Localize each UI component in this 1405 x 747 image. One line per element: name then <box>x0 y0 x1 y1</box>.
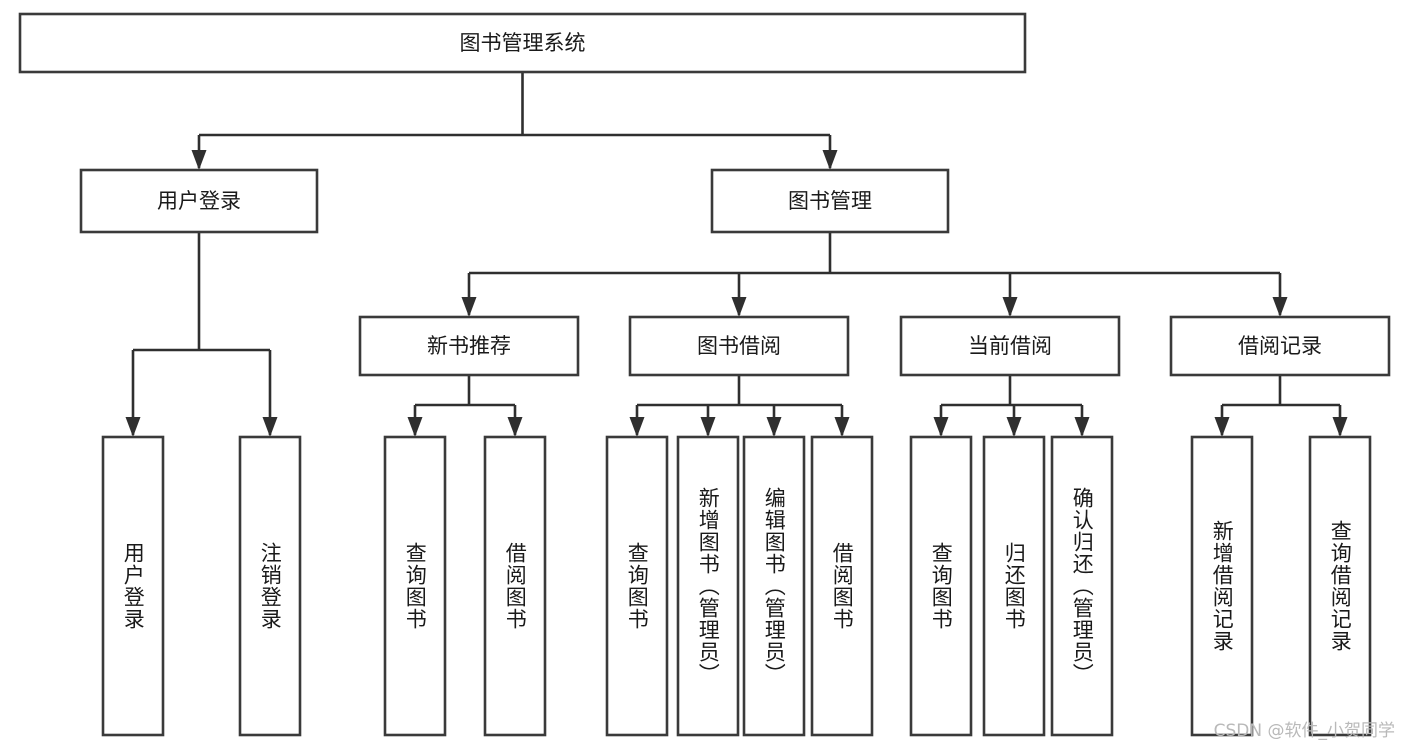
arrow-down-icon-leaf-query-book-borrow <box>629 417 645 437</box>
arrow-down-icon-leaf-return-book <box>1006 417 1022 437</box>
arrow-down-icon-l2-1 <box>822 150 838 170</box>
node-user-login-label: 用户登录 <box>157 189 241 213</box>
node-borrow-record-label: 借阅记录 <box>1238 334 1322 358</box>
node-book-manage[interactable]: 图书管理 <box>710 168 950 234</box>
node-new-book-rec[interactable]: 新书推荐 <box>358 315 580 377</box>
node-leaf-confirm-return[interactable] <box>1050 435 1114 737</box>
node-leaf-user-login[interactable] <box>101 435 165 737</box>
arrow-down-icon-leaf-query-record <box>1332 417 1348 437</box>
node-leaf-return-book[interactable] <box>982 435 1046 737</box>
node-borrow-record[interactable]: 借阅记录 <box>1169 315 1391 377</box>
arrow-down-icon-l3-0 <box>461 297 477 317</box>
arrow-down-icon-leaf-query-book-rec <box>407 417 423 437</box>
node-leaf-query-record[interactable] <box>1308 435 1372 737</box>
node-root[interactable]: 图书管理系统 <box>18 12 1027 74</box>
node-root-rect[interactable] <box>18 12 1027 74</box>
node-leaf-query-book-cur[interactable] <box>909 435 973 737</box>
arrow-down-icon-leaf-borrow-book-rec <box>507 417 523 437</box>
node-root-label: 图书管理系统 <box>460 31 586 55</box>
arrow-down-icon-leaf-add-record <box>1214 417 1230 437</box>
node-user-login-rect[interactable] <box>79 168 319 234</box>
arrow-down-icon-l2-0 <box>191 150 207 170</box>
node-leaf-borrow-book[interactable] <box>810 435 874 737</box>
node-leaf-add-book[interactable] <box>676 435 740 737</box>
arrow-down-icon-leaf-query-book-cur <box>933 417 949 437</box>
node-book-manage-rect[interactable] <box>710 168 950 234</box>
node-new-book-rec-rect[interactable] <box>358 315 580 377</box>
node-current-borrow-label: 当前借阅 <box>968 334 1052 358</box>
arrow-down-icon-l3-3 <box>1272 297 1288 317</box>
node-new-book-rec-label: 新书推荐 <box>427 334 511 358</box>
node-book-borrow[interactable]: 图书借阅 <box>628 315 850 377</box>
node-leaf-borrow-book-rec[interactable] <box>483 435 547 737</box>
arrow-down-icon-leaf-logout <box>262 417 278 437</box>
node-leaf-query-book-rec[interactable] <box>383 435 447 737</box>
watermark-text: CSDN @软件_小贺同学 <box>1213 721 1395 741</box>
connectors-layer <box>125 72 1348 437</box>
node-book-borrow-label: 图书借阅 <box>697 334 781 358</box>
node-current-borrow-rect[interactable] <box>899 315 1121 377</box>
node-book-manage-label: 图书管理 <box>788 189 872 213</box>
arrow-down-icon-leaf-edit-book <box>766 417 782 437</box>
node-borrow-record-rect[interactable] <box>1169 315 1391 377</box>
arrow-down-icon-leaf-add-book <box>700 417 716 437</box>
arrow-down-icon-leaf-user-login <box>125 417 141 437</box>
node-leaf-logout[interactable] <box>238 435 302 737</box>
node-leaf-add-record[interactable] <box>1190 435 1254 737</box>
arrow-down-icon-leaf-confirm-return <box>1074 417 1090 437</box>
arrow-down-icon-l3-2 <box>1002 297 1018 317</box>
node-book-borrow-rect[interactable] <box>628 315 850 377</box>
node-leaf-edit-book[interactable] <box>742 435 806 737</box>
node-leaf-query-book-borrow[interactable] <box>605 435 669 737</box>
arrow-down-icon-leaf-borrow-book <box>834 417 850 437</box>
node-current-borrow[interactable]: 当前借阅 <box>899 315 1121 377</box>
node-user-login[interactable]: 用户登录 <box>79 168 319 234</box>
arrow-down-icon-l3-1 <box>731 297 747 317</box>
